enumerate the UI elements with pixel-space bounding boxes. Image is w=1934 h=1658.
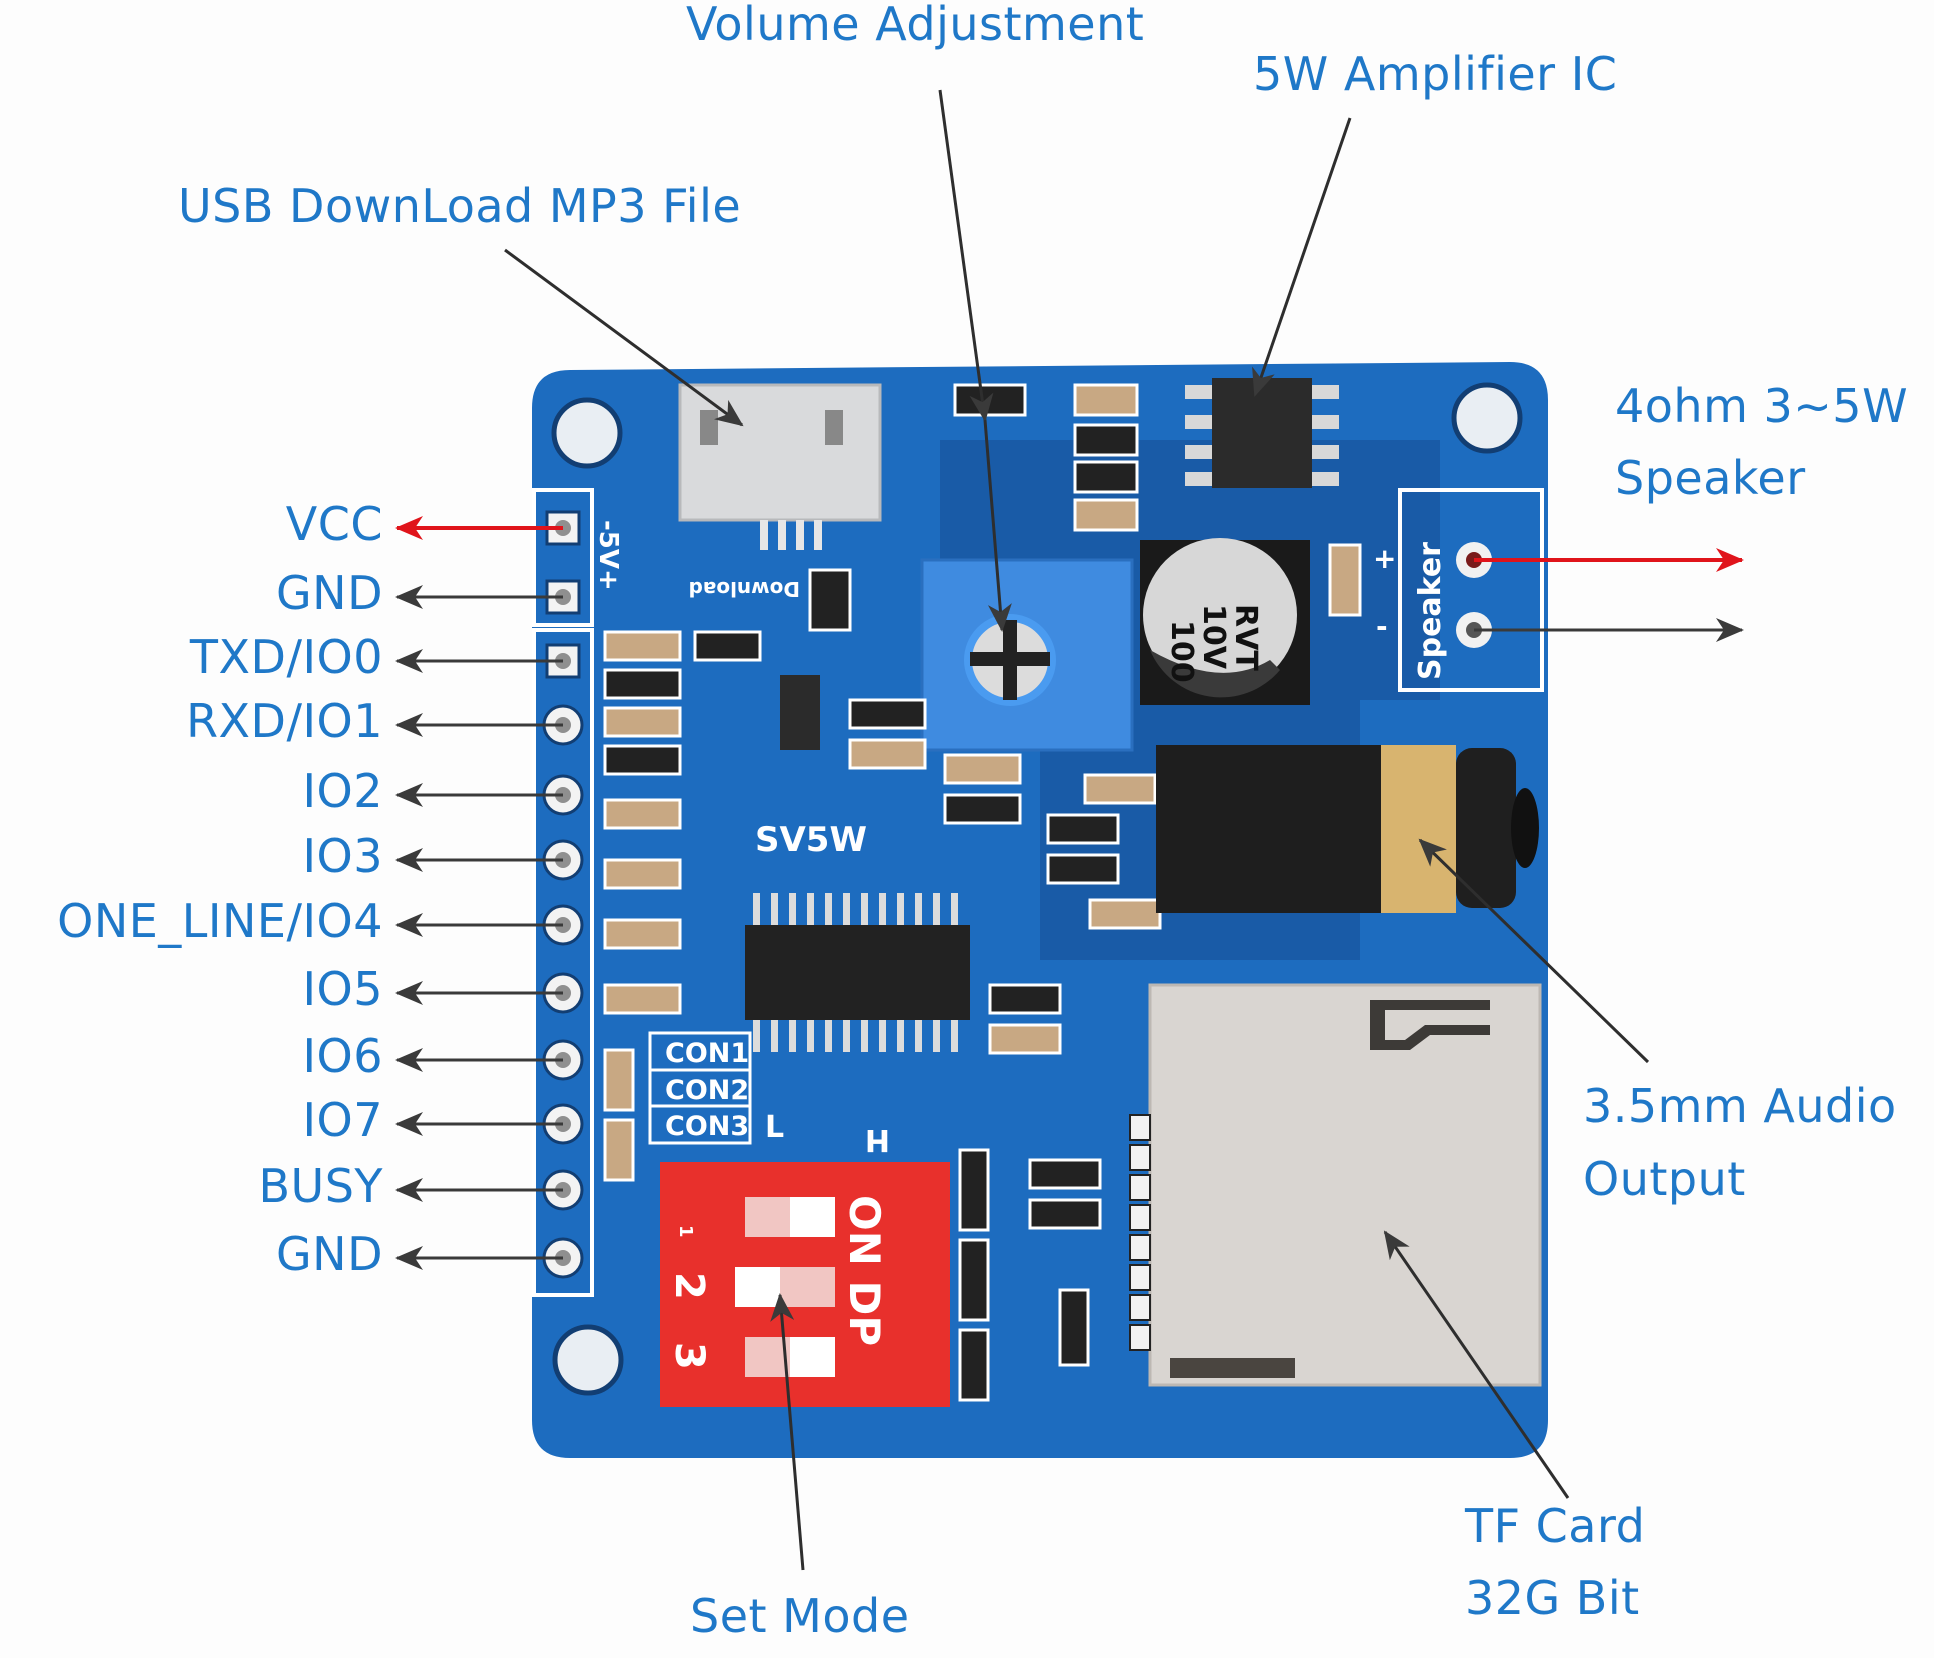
pin-label: RXD/IO1 xyxy=(186,694,383,748)
ic-pin xyxy=(771,1020,778,1052)
audio-leader xyxy=(1418,838,1650,1064)
pin-label: IO6 xyxy=(302,1029,383,1083)
smd-components xyxy=(603,383,1362,1402)
speaker-terminal: Speaker xyxy=(1398,488,1544,692)
pin-label: GND xyxy=(276,1227,383,1281)
ic-pin xyxy=(771,893,778,925)
audio-output-label: 3.5mm Audio xyxy=(1583,1079,1897,1133)
ic-pin xyxy=(951,1020,958,1052)
svg-text:10V: 10V xyxy=(1196,604,1231,670)
ic-pin xyxy=(897,893,904,925)
electrolytic-capacitor: 100 10V RVT xyxy=(1140,538,1310,705)
amplifier-ic-label: 5W Amplifier IC xyxy=(1253,47,1618,101)
con-labels: CON1 CON2 CON3 L H xyxy=(648,1031,890,1157)
amplifier-leader xyxy=(1252,117,1352,397)
ic-pin xyxy=(933,893,940,925)
pin-label: IO5 xyxy=(302,962,383,1016)
pin-label: IO2 xyxy=(302,764,383,818)
potentiometer xyxy=(920,558,1134,752)
svg-text:2: 2 xyxy=(666,1272,712,1300)
svg-text:CON2: CON2 xyxy=(665,1075,749,1106)
ic-pin xyxy=(807,1020,814,1052)
io-header-outline xyxy=(532,628,594,1297)
ic-pin xyxy=(789,1020,796,1052)
pin-label: IO7 xyxy=(302,1093,383,1147)
ic-pin xyxy=(807,893,814,925)
svg-text:100: 100 xyxy=(1164,620,1199,683)
usb-leader xyxy=(504,248,744,427)
transistor xyxy=(780,675,820,750)
tf-card-label: TF Card xyxy=(1465,1499,1646,1553)
power-header-outline xyxy=(532,488,594,627)
ic-pin xyxy=(753,1020,760,1052)
pin-arrows xyxy=(395,516,563,1270)
ic-pin xyxy=(879,1020,886,1052)
speaker-label: Speaker xyxy=(1615,451,1806,505)
svg-text:H: H xyxy=(865,1122,890,1157)
pin-label: IO3 xyxy=(302,829,383,883)
dip-switch: ON DP 1 2 3 xyxy=(660,1162,950,1407)
audio-output-label-2: Output xyxy=(1583,1152,1746,1206)
ic-pin xyxy=(843,1020,850,1052)
tf-leader xyxy=(1383,1230,1570,1499)
usb-download-label: USB DownLoad MP3 File xyxy=(178,179,742,233)
speaker-minus-silkscreen: - xyxy=(1376,610,1388,643)
volume-leader xyxy=(938,89,994,422)
callout-lines xyxy=(504,89,1650,1571)
ic-pin xyxy=(915,893,922,925)
volume-adjustment-label: Volume Adjustment xyxy=(686,0,1145,51)
ic-pin xyxy=(897,1020,904,1052)
svg-text:1: 1 xyxy=(675,1225,696,1238)
volume-leader-2 xyxy=(983,419,1012,632)
tf-card-capacity-label: 32G Bit xyxy=(1465,1571,1640,1625)
power-silkscreen: -5V+ xyxy=(593,520,623,591)
svg-text:CON1: CON1 xyxy=(665,1038,749,1069)
ic-pin xyxy=(825,1020,832,1052)
usb-connector xyxy=(678,383,882,550)
tf-card-slot xyxy=(1129,983,1542,1387)
svg-text:RVT: RVT xyxy=(1228,604,1263,671)
ic-pin xyxy=(753,893,760,925)
svg-text:ON DP: ON DP xyxy=(840,1195,889,1346)
ic-pin xyxy=(843,893,850,925)
ic-pin xyxy=(789,893,796,925)
pin-label: TXD/IO0 xyxy=(189,630,383,684)
pin-label: VCC xyxy=(285,497,383,551)
ic-pin xyxy=(825,893,832,925)
download-silkscreen: Download xyxy=(689,577,800,601)
svg-text:CON3: CON3 xyxy=(665,1111,749,1142)
svg-text:3: 3 xyxy=(666,1342,712,1370)
audio-jack xyxy=(1156,745,1539,913)
speaker-plus-silkscreen: + xyxy=(1373,542,1396,575)
ic-pin xyxy=(915,1020,922,1052)
main-ic xyxy=(745,893,970,1052)
pin-label: ONE_LINE/IO4 xyxy=(57,894,383,948)
model-silkscreen: SV5W xyxy=(755,820,867,860)
set-mode-label: Set Mode xyxy=(690,1589,910,1643)
speaker-spec-label: 4ohm 3~5W xyxy=(1615,379,1909,433)
pin-label: GND xyxy=(276,566,383,620)
mounting-holes xyxy=(551,382,1523,1396)
svg-text:Speaker: Speaker xyxy=(1413,542,1448,680)
ic-pin xyxy=(933,1020,940,1052)
pin-label: BUSY xyxy=(258,1159,383,1213)
ic-pin xyxy=(951,893,958,925)
svg-text:L: L xyxy=(765,1110,784,1145)
ic-pin xyxy=(861,893,868,925)
ic-pin xyxy=(879,893,886,925)
set-mode-leader xyxy=(770,1293,805,1571)
ic-pin xyxy=(861,1020,868,1052)
